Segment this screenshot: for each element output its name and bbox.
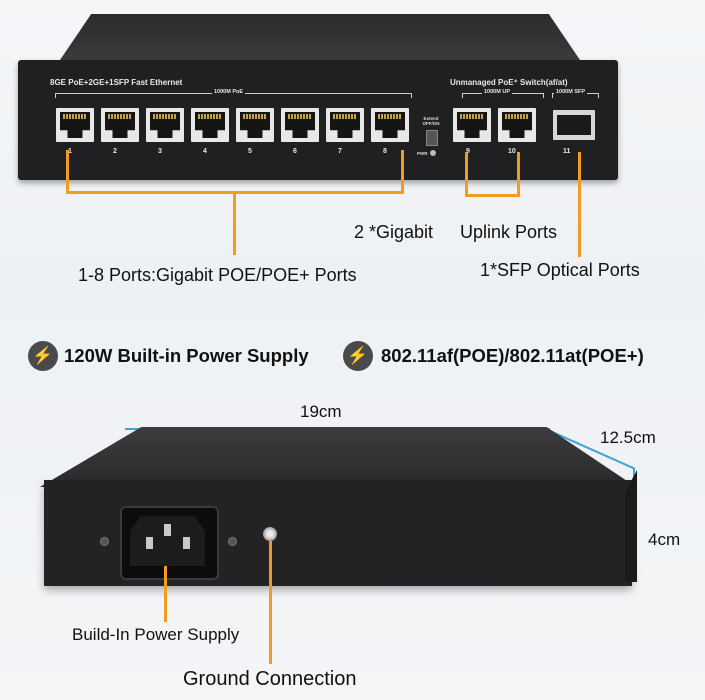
port-number: 10 bbox=[508, 148, 516, 155]
port-number: 2 bbox=[113, 148, 117, 155]
callout-line bbox=[66, 150, 69, 193]
port-number: 11 bbox=[563, 148, 571, 155]
uplink-group-label: 1000M UP bbox=[482, 89, 512, 95]
width-dimension: 19cm bbox=[300, 402, 342, 421]
socket-pin bbox=[164, 524, 171, 536]
power-led bbox=[430, 150, 436, 156]
screw-icon bbox=[228, 537, 237, 546]
screw-icon bbox=[100, 537, 109, 546]
power-supply-callout: Build-In Power Supply bbox=[72, 625, 240, 644]
sfp-port[interactable] bbox=[553, 110, 595, 140]
callout-line bbox=[269, 541, 272, 664]
switch-back-side bbox=[625, 470, 637, 582]
port-number: 6 bbox=[293, 148, 297, 155]
callout-line bbox=[401, 150, 404, 193]
switch-back-top bbox=[40, 427, 636, 487]
ground-callout: Ground Connection bbox=[183, 668, 357, 690]
rj45-port[interactable] bbox=[101, 108, 139, 142]
callout-line bbox=[233, 193, 236, 255]
port-number: 1 bbox=[68, 148, 72, 155]
callout-line bbox=[164, 566, 167, 622]
extend-toggle[interactable] bbox=[426, 130, 438, 146]
rj45-port[interactable] bbox=[371, 108, 409, 142]
sfp-callout: 1*SFP Optical Ports bbox=[480, 260, 640, 280]
socket-pin bbox=[183, 537, 190, 549]
callout-line bbox=[66, 191, 404, 194]
height-dimension: 4cm bbox=[648, 530, 681, 549]
depth-dimension: 12.5cm bbox=[600, 428, 656, 447]
uplink-callout-suffix: Uplink Ports bbox=[460, 222, 558, 242]
callout-line bbox=[517, 152, 520, 196]
model-label: 8GE PoE+2GE+1SFP Fast Ethernet bbox=[50, 78, 183, 87]
rj45-port[interactable] bbox=[281, 108, 319, 142]
rj45-port[interactable] bbox=[146, 108, 184, 142]
port-number: 7 bbox=[338, 148, 342, 155]
rj45-port[interactable] bbox=[56, 108, 94, 142]
rj45-port[interactable] bbox=[191, 108, 229, 142]
sfp-group-label: 1000M SFP bbox=[554, 89, 588, 95]
feature-poe-standard: 802.11af(POE)/802.11at(POE+) bbox=[381, 345, 644, 366]
extend-label: Extend OFF/ON bbox=[422, 116, 440, 126]
poe-group-label: 1000M PoE bbox=[212, 89, 246, 95]
callout-line bbox=[465, 152, 468, 196]
port-number: 4 bbox=[203, 148, 207, 155]
callout-line bbox=[465, 194, 520, 197]
switch-top-face bbox=[60, 14, 580, 60]
uplink-callout-prefix: 2 *Gigabit bbox=[354, 222, 434, 242]
socket-pin bbox=[146, 537, 153, 549]
lightning-icon: ⚡ bbox=[343, 341, 373, 371]
callout-line bbox=[578, 152, 581, 257]
uplink-port[interactable] bbox=[453, 108, 491, 142]
uplink-port[interactable] bbox=[498, 108, 536, 142]
poe-ports-callout: 1-8 Ports:Gigabit POE/POE+ Ports bbox=[78, 265, 357, 285]
feature-power-supply: 120W Built-in Power Supply bbox=[64, 345, 309, 366]
port-number: 9 bbox=[466, 148, 470, 155]
rj45-port[interactable] bbox=[326, 108, 364, 142]
lightning-icon: ⚡ bbox=[28, 341, 58, 371]
rj45-port[interactable] bbox=[236, 108, 274, 142]
port-number: 5 bbox=[248, 148, 252, 155]
port-number: 8 bbox=[383, 148, 387, 155]
pwr-label: PWR bbox=[417, 151, 428, 156]
switch-type-label: Unmanaged PoE⁺ Switch(af/at) bbox=[450, 78, 568, 87]
ground-terminal[interactable] bbox=[263, 527, 277, 541]
port-number: 3 bbox=[158, 148, 162, 155]
